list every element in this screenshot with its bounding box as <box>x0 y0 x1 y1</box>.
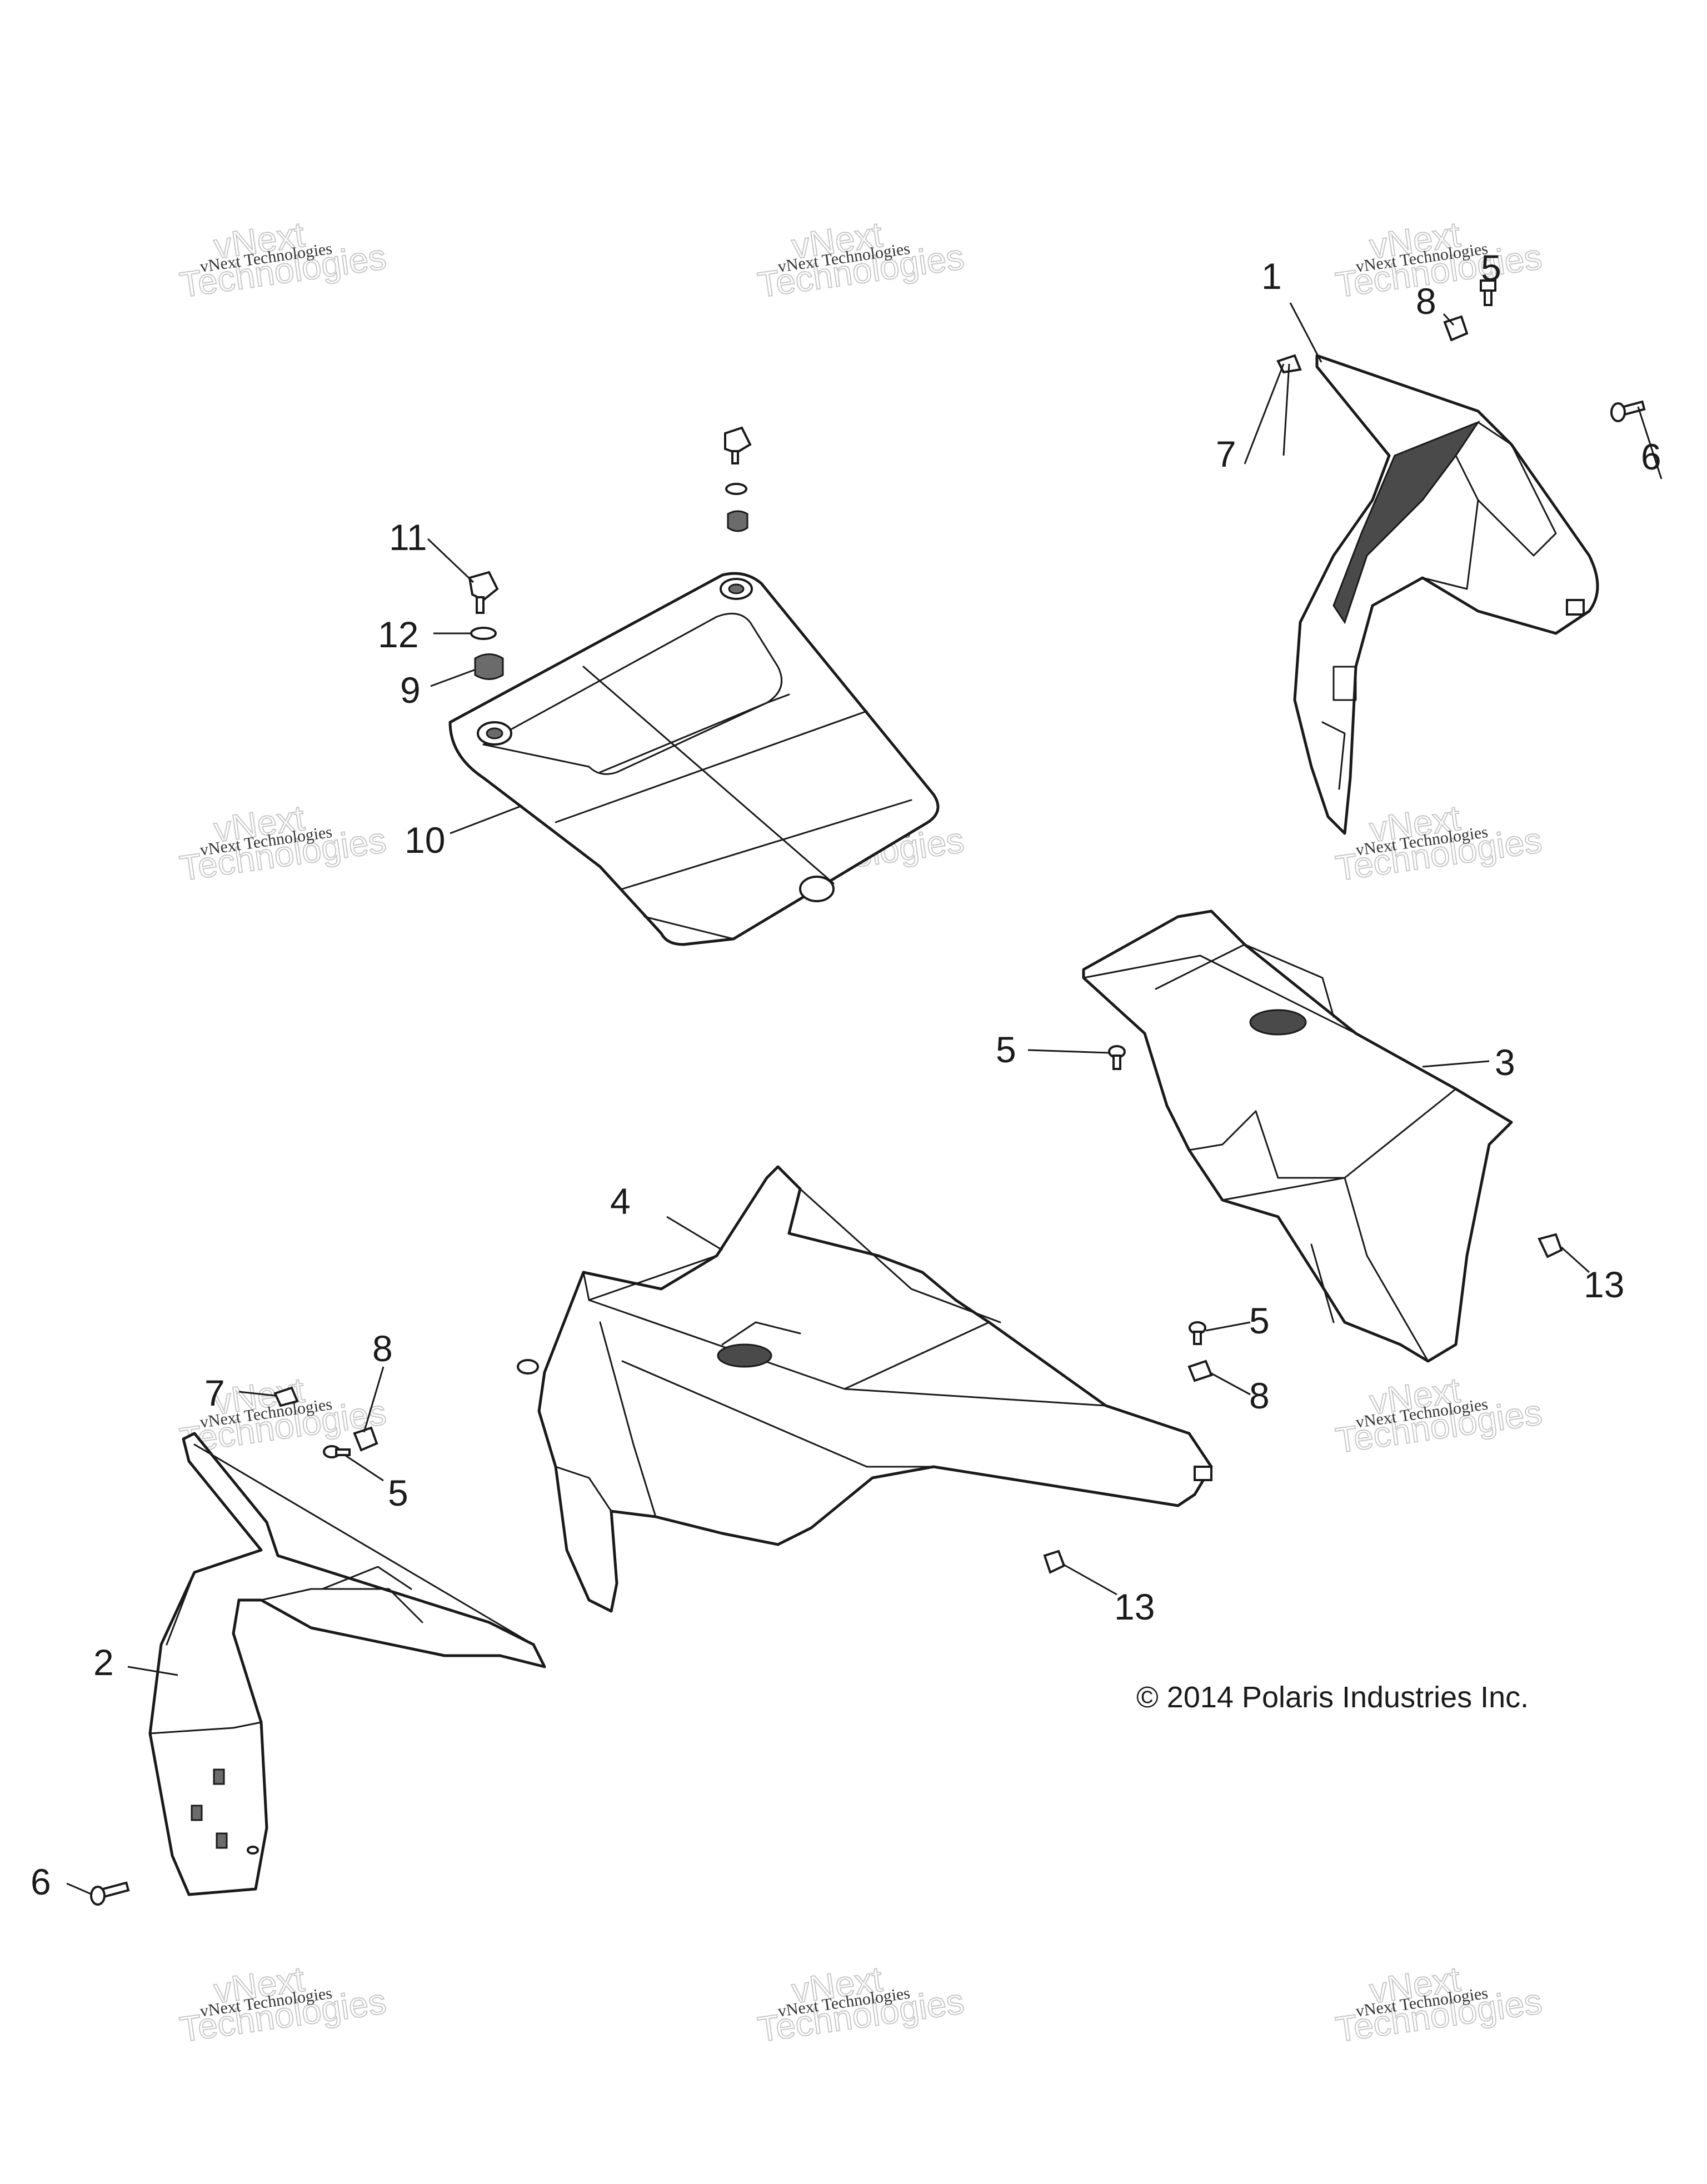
part-6-bolt-right <box>1610 400 1646 422</box>
callout-8-left: 8 <box>372 1328 393 1369</box>
callout-8-top: 8 <box>1416 281 1436 322</box>
callout-13-right: 13 <box>1584 1264 1624 1305</box>
callout-8-center: 8 <box>1249 1375 1270 1416</box>
callout-11: 11 <box>389 517 427 558</box>
callout-6-left: 6 <box>31 1861 51 1902</box>
leader-lines <box>66 302 1663 1896</box>
part-5-screw-mid <box>1108 1045 1126 1070</box>
watermark-lower-right: Technologies vNext vNext Technologies <box>1332 1370 1545 1461</box>
part-4-center-panel <box>517 1165 1213 1613</box>
hood-fastener-stack <box>724 426 752 532</box>
callout-10: 10 <box>405 819 445 861</box>
part-1-right-fender <box>1293 354 1599 835</box>
callout-5-left: 5 <box>388 1472 408 1513</box>
part-5-screw-top <box>1480 279 1496 306</box>
watermark-top-left: Technologies vNext vNext Technologies <box>177 214 389 306</box>
callout-2: 2 <box>93 1642 114 1683</box>
watermark-mid-left: Technologies vNext vNext Technologies <box>177 797 389 889</box>
callout-5-mid: 5 <box>996 1029 1016 1070</box>
callout-4: 4 <box>610 1181 631 1222</box>
watermark-bottom-left: Technologies vNext vNext Technologies <box>177 1958 389 2050</box>
callout-5-center: 5 <box>1249 1300 1270 1341</box>
callout-7-left: 7 <box>204 1372 225 1413</box>
watermark-top-center: Technologies vNext vNext Technologies <box>755 214 967 306</box>
part-11-fastener <box>468 571 499 614</box>
watermark-bottom-center: Technologies vNext vNext Technologies <box>755 1958 967 2050</box>
part-3-front-support <box>1082 909 1513 1363</box>
part-5-screw-center <box>1189 1321 1206 1345</box>
callout-6-right: 6 <box>1641 436 1661 477</box>
callout-13-center: 13 <box>1114 1586 1155 1627</box>
part-8-clip-top <box>1443 315 1469 342</box>
callout-7-top: 7 <box>1216 433 1236 474</box>
callout-3: 3 <box>1495 1042 1515 1083</box>
part-10-hood-panel <box>448 572 940 946</box>
copyright-notice: © 2014 Polaris Industries Inc. <box>1136 1681 1529 1714</box>
callout-12: 12 <box>378 614 418 655</box>
part-5-screw-left <box>323 1445 351 1458</box>
callout-9: 9 <box>400 669 421 711</box>
part-8-clip-center <box>1187 1360 1213 1382</box>
part-7-rivet-left <box>273 1386 299 1407</box>
watermark-bottom-right: Technologies vNext vNext Technologies <box>1332 1958 1545 2050</box>
watermark-mid-right: Technologies vNext vNext Technologies <box>1332 797 1545 889</box>
callout-1: 1 <box>1261 256 1282 297</box>
part-13-pushpin-center <box>1043 1550 1066 1574</box>
callout-5-top: 5 <box>1481 247 1501 288</box>
part-8-clip-left <box>353 1426 378 1452</box>
part-13-pushpin-right <box>1538 1233 1563 1258</box>
part-9-grommet <box>474 653 504 680</box>
watermark-top-right: Technologies vNext vNext Technologies <box>1332 214 1545 306</box>
part-12-washer <box>470 627 497 640</box>
part-2-left-fender <box>148 1432 546 1896</box>
part-6-bolt-left <box>90 1881 130 1906</box>
